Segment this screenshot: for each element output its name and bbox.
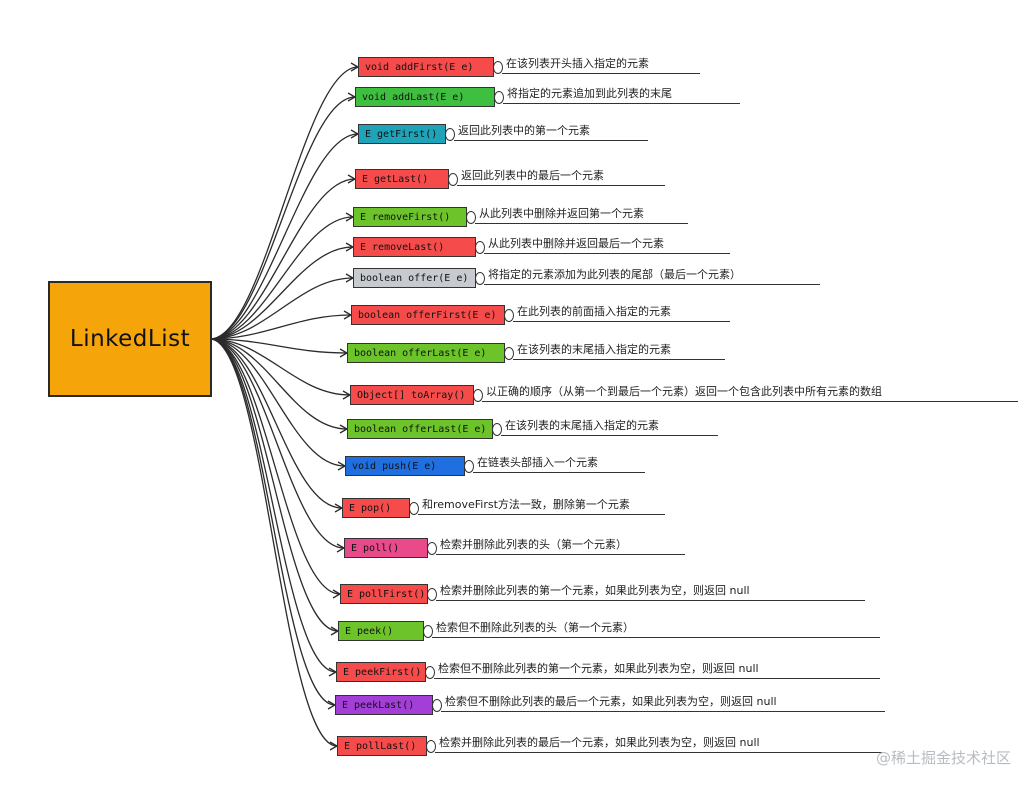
connector-knob	[504, 347, 514, 360]
description-underline	[513, 321, 730, 322]
watermark: @稀土掘金技术社区	[875, 749, 1011, 767]
method-description: 将指定的元素添加为此列表的尾部（最后一个元素）	[488, 268, 741, 281]
connector-line	[209, 314, 352, 340]
connector-knob	[448, 173, 458, 186]
connector-knob	[492, 423, 502, 436]
connector-line	[209, 277, 354, 340]
description-underline	[501, 435, 718, 436]
connector-line	[209, 338, 336, 706]
description-underline	[502, 73, 700, 74]
method-box: E pollFirst()	[340, 584, 428, 604]
connector-knob	[427, 542, 437, 555]
description-underline	[435, 752, 882, 753]
method-box: E peekLast()	[335, 695, 433, 715]
method-description: 返回此列表中的第一个元素	[458, 124, 590, 137]
method-description: 在该列表的末尾插入指定的元素	[517, 343, 671, 356]
connector-knob	[475, 241, 485, 254]
method-description: 在此列表的前面插入指定的元素	[517, 305, 671, 318]
connector-line	[209, 338, 346, 467]
method-description: 检索并删除此列表的第一个元素，如果此列表为空，则返回 null	[440, 584, 750, 597]
method-box: E removeLast()	[353, 237, 476, 257]
description-underline	[434, 678, 880, 679]
method-box: boolean offerLast(E e)	[347, 343, 505, 363]
method-description: 返回此列表中的最后一个元素	[461, 169, 604, 182]
connector-line	[209, 338, 341, 595]
description-underline	[513, 359, 725, 360]
method-box: void addLast(E e)	[355, 87, 495, 107]
connector-knob	[473, 389, 483, 402]
connector-line	[209, 338, 348, 430]
connector-line	[209, 338, 345, 549]
method-box: E getFirst()	[358, 124, 446, 144]
connector-knob	[464, 460, 474, 473]
connector-knob	[426, 740, 436, 753]
connector-knob	[427, 588, 437, 601]
method-description: 检索但不删除此列表的第一个元素，如果此列表为空，则返回 null	[438, 662, 759, 675]
method-description: 从此列表中删除并返回最后一个元素	[488, 237, 664, 250]
description-underline	[436, 554, 685, 555]
method-box: void push(E e)	[345, 456, 465, 476]
connector-knob	[504, 309, 514, 322]
method-description: 将指定的元素追加到此列表的末尾	[507, 87, 672, 100]
connector-line	[209, 338, 337, 673]
description-underline	[482, 401, 1018, 402]
method-box: boolean offerFirst(E e)	[351, 305, 505, 325]
connector-line	[209, 178, 356, 340]
connector-line	[209, 338, 339, 632]
connector-knob	[432, 699, 442, 712]
root-label: LinkedList	[69, 326, 191, 352]
description-underline	[432, 637, 880, 638]
method-box: E peekFirst()	[336, 662, 426, 682]
method-description: 检索但不删除此列表的头（第一个元素）	[436, 621, 634, 634]
method-box: boolean offerLast(E e)	[347, 419, 493, 439]
method-box: E peek()	[338, 621, 424, 641]
method-box: E removeFirst()	[353, 207, 467, 227]
connector-knob	[409, 502, 419, 515]
description-underline	[454, 140, 648, 141]
connector-knob	[494, 91, 504, 104]
method-description: 从此列表中删除并返回第一个元素	[479, 207, 644, 220]
description-underline	[441, 711, 885, 712]
connector-knob	[445, 128, 455, 141]
connector-line	[209, 133, 359, 340]
connector-knob	[475, 272, 485, 285]
connector-knob	[423, 625, 433, 638]
method-description: 以正确的顺序（从第一个到最后一个元素）返回一个包含此列表中所有元素的数组	[486, 385, 882, 398]
method-description: 在链表头部插入一个元素	[477, 456, 598, 469]
connector-line	[209, 96, 356, 340]
connector-line	[209, 338, 351, 396]
description-underline	[503, 103, 740, 104]
connector-line	[209, 338, 338, 747]
method-box: boolean offer(E e)	[353, 268, 476, 288]
connector-line	[209, 338, 348, 354]
description-underline	[484, 284, 820, 285]
method-description: 检索并删除此列表的最后一个元素，如果此列表为空，则返回 null	[439, 736, 760, 749]
description-underline	[484, 253, 730, 254]
connector-knob	[466, 211, 476, 224]
method-description: 检索并删除此列表的头（第一个元素）	[440, 538, 627, 551]
method-box: E getLast()	[355, 169, 449, 189]
method-description: 和removeFirst方法一致，删除第一个元素	[422, 498, 630, 511]
connector-line	[209, 338, 343, 509]
connector-knob	[425, 666, 435, 679]
description-underline	[436, 600, 865, 601]
connector-line	[209, 66, 359, 340]
description-underline	[418, 514, 665, 515]
method-box: E pollLast()	[337, 736, 427, 756]
connector-knob	[493, 61, 503, 74]
description-underline	[473, 472, 645, 473]
linkedlist-root-node: LinkedList	[48, 281, 212, 397]
method-description: 在该列表开头插入指定的元素	[506, 57, 649, 70]
method-description: 在该列表的末尾插入指定的元素	[505, 419, 659, 432]
method-box: E poll()	[344, 538, 428, 558]
method-description: 检索但不删除此列表的最后一个元素，如果此列表为空，则返回 null	[445, 695, 777, 708]
method-box: void addFirst(E e)	[358, 57, 494, 77]
description-underline	[475, 223, 688, 224]
method-box: E pop()	[342, 498, 410, 518]
connector-line	[209, 216, 354, 340]
connector-line	[209, 246, 354, 340]
method-box: Object[] toArray()	[350, 385, 474, 405]
description-underline	[457, 185, 665, 186]
